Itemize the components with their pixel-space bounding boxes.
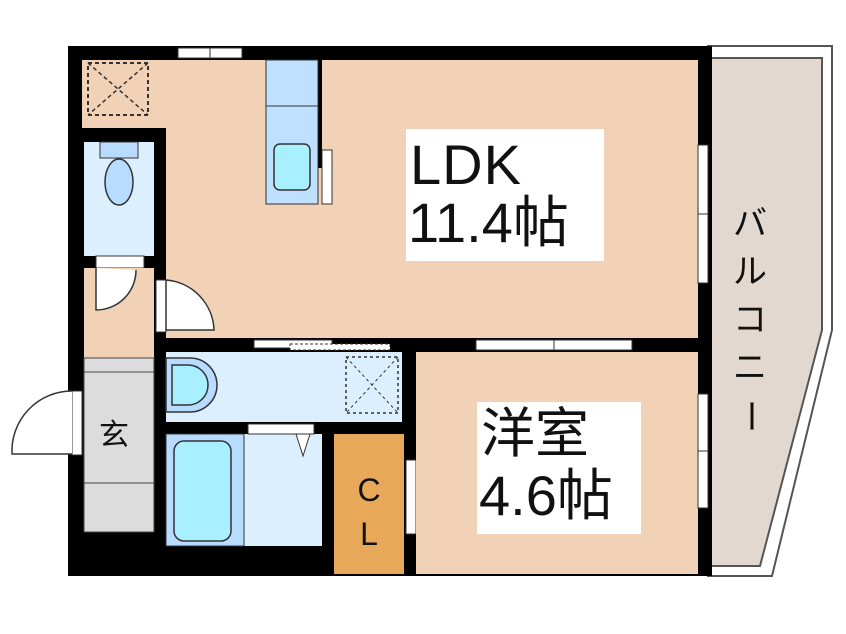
balcony-char: ー	[730, 399, 770, 433]
entrance-label: 玄	[99, 418, 129, 453]
bathtub-icon	[173, 440, 232, 542]
sink-icon	[273, 143, 311, 191]
balcony-char: バ	[733, 204, 767, 244]
ldk-label: LDK 11.4帖	[406, 129, 604, 261]
door-swing-icon	[95, 268, 137, 311]
closet-label-c: C	[357, 472, 381, 508]
balcony-char: ル	[733, 252, 767, 292]
closet-label-l: L	[360, 516, 378, 552]
western-room-label: 洋室 4.6帖	[477, 402, 641, 534]
ldk-name: LDK	[410, 133, 522, 196]
washer-space-icon	[345, 356, 399, 414]
door-swing-icon	[165, 279, 215, 331]
western-room-size: 4.6帖	[479, 464, 613, 527]
entry-door-swing-icon	[11, 390, 73, 455]
ldk-size: 11.4帖	[408, 191, 569, 254]
entrance-floor	[83, 357, 155, 533]
storage-x-icon	[87, 62, 149, 116]
balcony-char: コ	[733, 300, 767, 340]
toilet-icon	[104, 158, 134, 206]
closet	[334, 434, 404, 574]
balcony	[707, 45, 833, 577]
western-room-name: 洋室	[481, 402, 589, 465]
balcony-char: ニ	[733, 348, 767, 388]
closet-label: C L	[352, 468, 386, 556]
balcony-label: バ ル コ ニ ー	[730, 200, 770, 440]
